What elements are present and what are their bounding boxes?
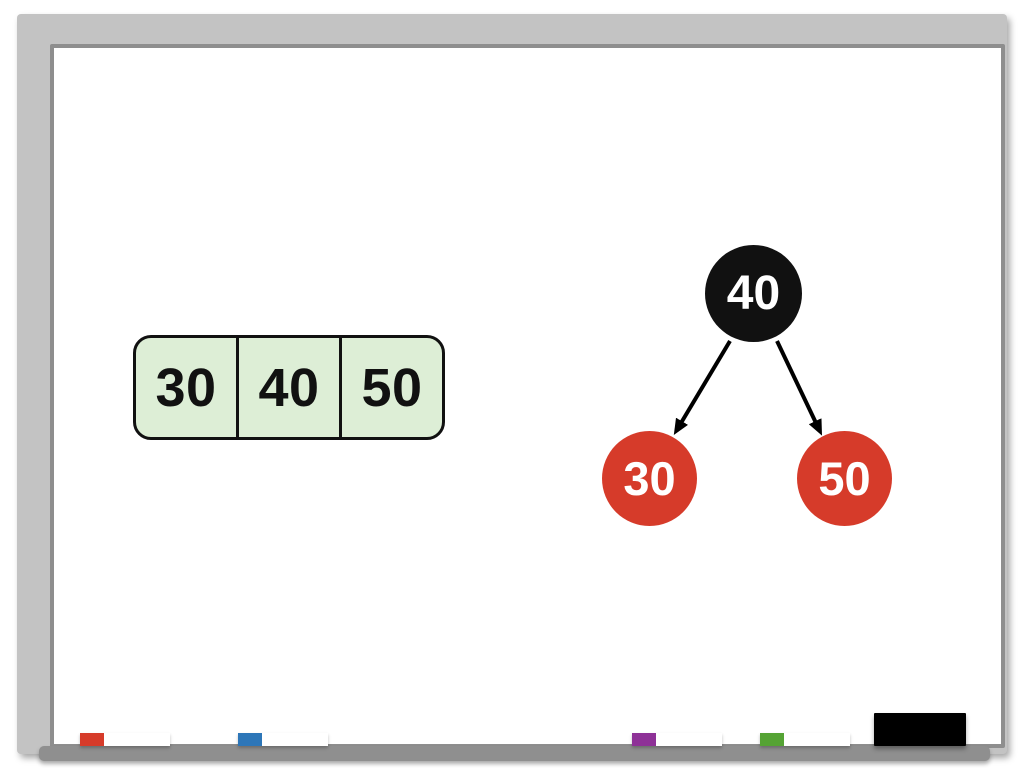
green-marker-body	[784, 733, 850, 746]
marker-tray	[39, 746, 990, 761]
blue-marker	[238, 733, 328, 746]
tree-node-root-label: 40	[726, 267, 781, 320]
tree-node-left-label: 30	[623, 452, 676, 505]
sorted-array: 30 40 50	[133, 335, 445, 440]
tree-node-right-label: 50	[818, 452, 871, 505]
array-cell-2: 50	[361, 357, 423, 418]
array-cell-0: 30	[155, 357, 217, 418]
purple-marker	[632, 733, 722, 746]
whiteboard-frame	[17, 14, 1007, 754]
red-marker	[80, 733, 170, 746]
eraser	[874, 713, 966, 746]
tree-node-right-child: 50	[797, 431, 892, 526]
purple-marker-body	[656, 733, 722, 746]
tree-node-left-child: 30	[602, 431, 697, 526]
tree-node-root: 40	[705, 245, 802, 342]
green-marker	[760, 733, 850, 746]
green-marker-cap	[760, 733, 784, 746]
red-marker-body	[104, 733, 170, 746]
blue-marker-cap	[238, 733, 262, 746]
array-cell-1: 40	[236, 338, 342, 437]
blue-marker-body	[262, 733, 328, 746]
red-marker-cap	[80, 733, 104, 746]
purple-marker-cap	[632, 733, 656, 746]
